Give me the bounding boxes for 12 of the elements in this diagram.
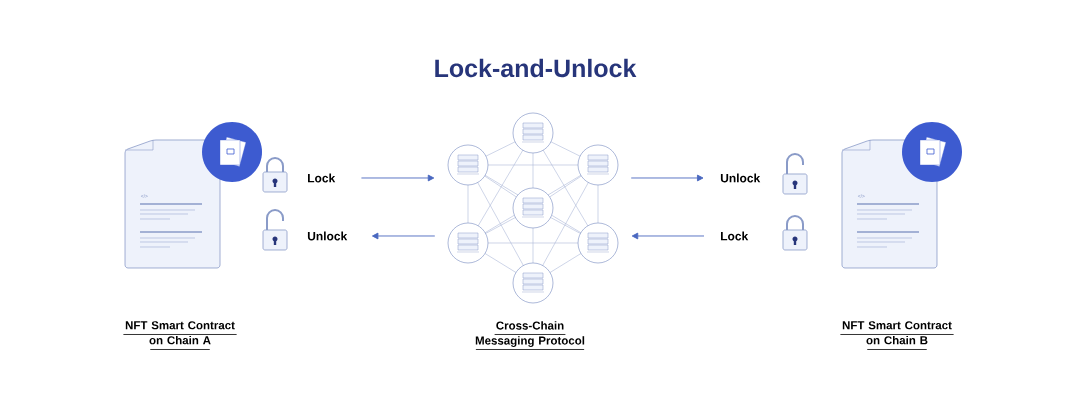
arrow: [360, 174, 435, 182]
label: Unlock: [720, 173, 761, 183]
node-label: NFT Smart Contract on Chain B: [840, 321, 954, 350]
label: Lock: [721, 231, 749, 241]
label: Unlock: [307, 231, 348, 241]
label: Lock: [308, 173, 336, 183]
arrow: [630, 174, 704, 182]
node-label: NFT Smart Contract on Chain A: [123, 321, 238, 350]
title: Lock-and-Unlock: [435, 58, 637, 78]
node-label: Cross-Chain Messaging Protocol: [475, 321, 585, 350]
arrow: [371, 232, 436, 240]
arrow: [631, 232, 705, 240]
